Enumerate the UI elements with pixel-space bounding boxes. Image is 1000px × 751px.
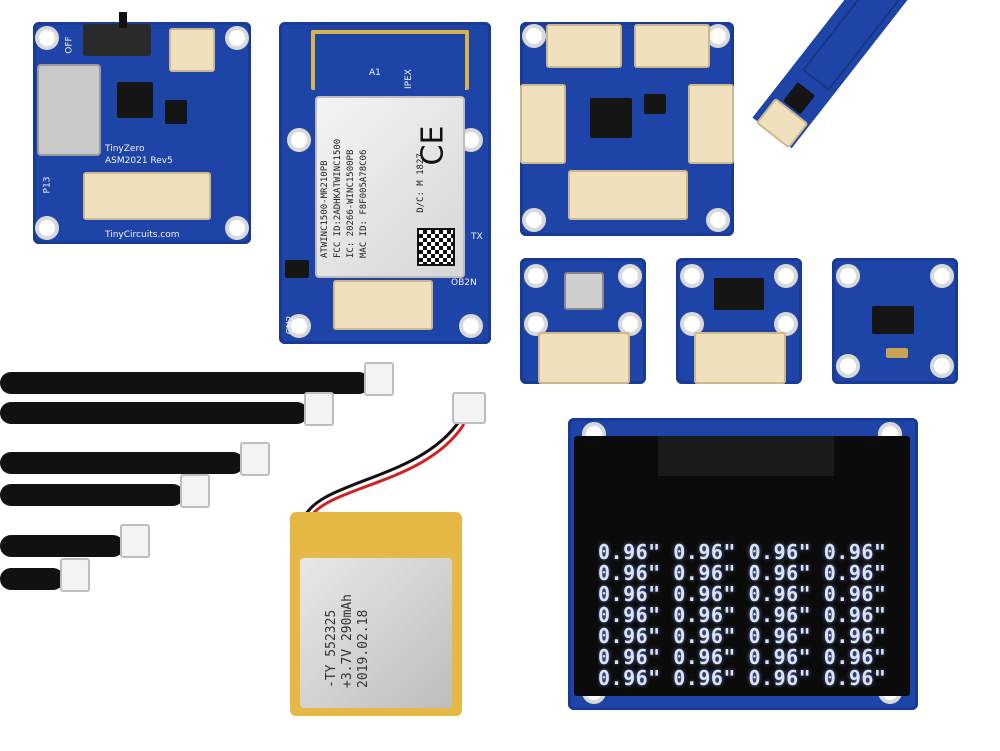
regulator-chip bbox=[165, 100, 187, 124]
mounting-hole bbox=[463, 132, 479, 148]
buffer-chip bbox=[285, 260, 309, 278]
cable-plug bbox=[364, 362, 394, 396]
mounting-hole bbox=[526, 212, 542, 228]
usb-port bbox=[37, 64, 101, 156]
port-hub-board bbox=[520, 22, 734, 236]
switch-label: OFF bbox=[64, 36, 75, 54]
mounting-hole bbox=[622, 268, 638, 284]
cable bbox=[0, 535, 124, 557]
small-sensor-board bbox=[832, 258, 958, 384]
side-label: OB2N bbox=[451, 278, 477, 288]
cable bbox=[0, 402, 308, 424]
mounting-hole bbox=[840, 268, 856, 284]
wifi-board: A1 IPEX ATWINC1500-MR210PB FCC ID:2ADHKA… bbox=[279, 22, 491, 344]
port-connector bbox=[688, 84, 734, 164]
sensor-chip bbox=[714, 278, 764, 310]
mounting-hole bbox=[934, 358, 950, 374]
module-line: ATWINC1500-MR210PB bbox=[320, 160, 330, 258]
battery-line: 2019.02.18 bbox=[356, 609, 371, 688]
passive-component bbox=[886, 348, 908, 358]
sensor-connector bbox=[538, 332, 630, 384]
power-switch[interactable] bbox=[83, 12, 151, 56]
mounting-hole bbox=[39, 220, 55, 236]
pressure-sensor-chip bbox=[564, 272, 604, 310]
ipex-label: IPEX bbox=[403, 69, 414, 89]
url-label: TinyCircuits.com bbox=[105, 230, 180, 240]
mounting-hole bbox=[684, 316, 700, 332]
port-label: P13 bbox=[42, 176, 53, 194]
oled-text-line: 0.96" 0.96" 0.96" 0.96" 0.96" bbox=[598, 561, 887, 585]
cn-label: CN2 bbox=[285, 315, 296, 335]
port-connector bbox=[634, 24, 710, 68]
mounting-hole bbox=[778, 268, 794, 284]
oled-text-line: 0.96" 0.96" 0.96" 0.96" 0.96" bbox=[598, 666, 887, 690]
oled-text-line: 0.96" 0.96" 0.96" 0.96" 0.96" bbox=[598, 624, 887, 648]
tx-label: TX bbox=[471, 232, 483, 242]
module-line: IC: 20266-WINC1500PB bbox=[346, 149, 356, 258]
expansion-connector bbox=[333, 280, 433, 330]
antenna-trace bbox=[311, 30, 469, 90]
qr-code-icon bbox=[417, 228, 455, 266]
oled-text-line: 0.96" 0.96" 0.96" 0.96" 0.96" bbox=[598, 582, 887, 606]
pressure-sensor-board bbox=[520, 258, 646, 384]
battery: -TY 552325 +3.7V 290mAh 2019.02.18 bbox=[290, 512, 462, 716]
battery-label: -TY 552325 +3.7V 290mAh 2019.02.18 bbox=[300, 558, 452, 708]
mounting-hole bbox=[528, 268, 544, 284]
sensor-chip bbox=[872, 306, 914, 334]
multiplexer-chip bbox=[590, 98, 632, 138]
cable-plug bbox=[120, 524, 150, 558]
module-text-block: ATWINC1500-MR210PB FCC ID:2ADHKATWINC150… bbox=[319, 88, 371, 258]
mounting-hole bbox=[710, 212, 726, 228]
mounting-hole bbox=[229, 30, 245, 46]
sensor-connector bbox=[694, 332, 786, 384]
ic-sensor-board bbox=[676, 258, 802, 384]
module-line: FCC ID:2ADHKATWINC1500 bbox=[333, 138, 343, 258]
regulator-chip bbox=[644, 94, 666, 114]
port-connector bbox=[546, 24, 622, 68]
expansion-connector bbox=[568, 170, 688, 220]
mounting-hole bbox=[463, 318, 479, 334]
mounting-hole bbox=[229, 220, 245, 236]
processor-board: OFF TinyZero ASM2021 Rev5 P13 TinyCircui… bbox=[33, 12, 251, 244]
expansion-connector bbox=[83, 172, 211, 220]
mounting-hole bbox=[684, 268, 700, 284]
mounting-hole bbox=[526, 28, 542, 44]
battery-plug bbox=[452, 392, 486, 424]
battery-line: +3.7V 290mAh bbox=[340, 594, 355, 688]
wifi-module-shield[interactable]: ATWINC1500-MR210PB FCC ID:2ADHKATWINC150… bbox=[315, 96, 465, 278]
cable-plug bbox=[60, 558, 90, 592]
cable-plug bbox=[240, 442, 270, 476]
cable-plug bbox=[304, 392, 334, 426]
mounting-hole bbox=[528, 316, 544, 332]
cable bbox=[0, 568, 64, 590]
cable bbox=[0, 484, 184, 506]
oled-text-line: 0.96" 0.96" 0.96" 0.96" 0.96" bbox=[598, 540, 887, 564]
oled-screen bbox=[574, 436, 910, 696]
microcontroller-chip bbox=[117, 82, 153, 118]
mounting-hole bbox=[934, 268, 950, 284]
mounting-hole bbox=[710, 28, 726, 44]
brand-label: TinyZero bbox=[105, 144, 145, 154]
mounting-hole bbox=[622, 316, 638, 332]
module-line: MAC ID: F8F005A78C06 bbox=[359, 149, 369, 258]
cable bbox=[0, 452, 244, 474]
mounting-hole bbox=[840, 358, 856, 374]
date-code: D/C: M 1827 bbox=[415, 153, 426, 213]
soil-probe bbox=[752, 0, 945, 149]
model-label: ASM2021 Rev5 bbox=[105, 156, 173, 166]
mounting-hole bbox=[291, 132, 307, 148]
battery-line: -TY 552325 bbox=[324, 609, 339, 688]
battery-wires bbox=[300, 410, 470, 520]
battery-connector bbox=[169, 28, 215, 72]
mounting-hole bbox=[39, 30, 55, 46]
oled-text-line: 0.96" 0.96" 0.96" 0.96" 0.96" bbox=[598, 603, 887, 627]
antenna-label: A1 bbox=[369, 68, 381, 78]
oled-text-line: 0.96" 0.96" 0.96" 0.96" 0.96" bbox=[598, 645, 887, 669]
port-connector bbox=[520, 84, 566, 164]
cable bbox=[0, 372, 370, 394]
cable-plug bbox=[180, 474, 210, 508]
mounting-hole bbox=[778, 316, 794, 332]
mounting-hole bbox=[291, 318, 307, 334]
